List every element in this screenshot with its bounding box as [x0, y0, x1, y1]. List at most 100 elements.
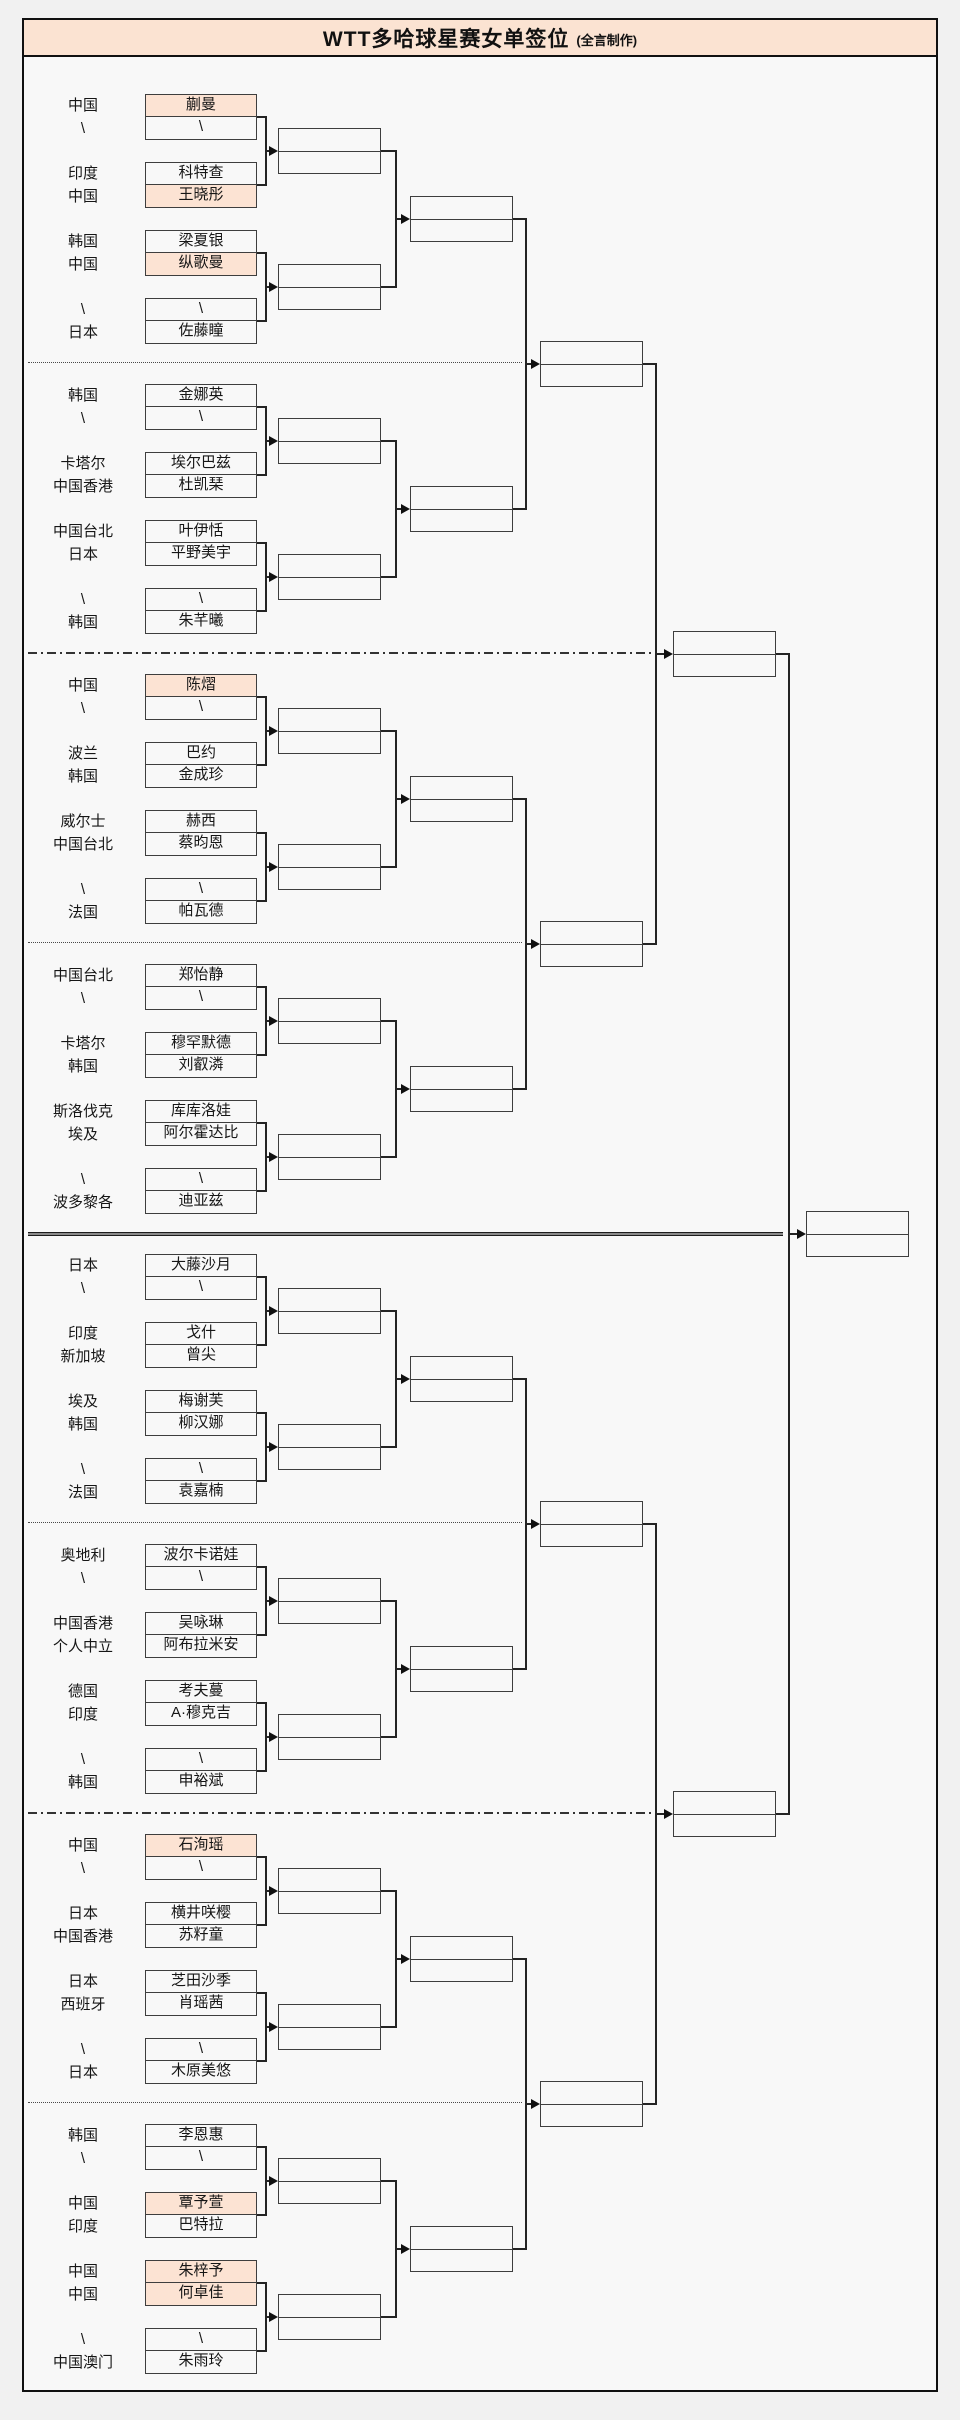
connector-line: [381, 1020, 396, 1022]
connector-line: [265, 2146, 267, 2216]
match-divider: [279, 867, 380, 868]
player-slot: \: [145, 1275, 257, 1300]
country-label: 韩国: [67, 1058, 98, 1075]
player-slot: \: [145, 2038, 257, 2061]
arrow-icon: [269, 1595, 278, 1606]
country-label: \: [80, 1751, 86, 1768]
connector-line: [257, 1054, 266, 1056]
connector-line: [381, 1600, 396, 1602]
country-label: 韩国: [67, 614, 98, 631]
connector-line: [257, 900, 266, 902]
match-divider: [541, 364, 642, 365]
country-label: 法国: [67, 1484, 98, 1501]
connector-line: [266, 2026, 271, 2028]
match-divider: [279, 2317, 380, 2318]
connector-line: [395, 1020, 397, 1158]
connector-line: [381, 576, 396, 578]
connector-line: [257, 1480, 266, 1482]
country-label: \: [80, 1280, 86, 1297]
connector-line: [265, 1412, 267, 1482]
country-label: \: [80, 2331, 86, 2348]
connector-line: [656, 653, 665, 655]
connector-line: [381, 2180, 396, 2182]
player-slot: 梁夏银: [145, 230, 257, 253]
connector-line: [776, 1813, 789, 1815]
match-divider: [279, 1891, 380, 1892]
country-label: 日本: [67, 1973, 98, 1990]
country-label: 韩国: [67, 233, 98, 250]
country-label: 中国香港: [52, 478, 113, 495]
player-slot: 阿尔霍达比: [145, 1121, 257, 1146]
connector-line: [265, 832, 267, 902]
player-slot: \: [145, 298, 257, 321]
country-label: \: [80, 1570, 86, 1587]
section-separator: [28, 942, 522, 943]
player-slot: 埃尔巴兹: [145, 452, 257, 475]
player-slot: 迪亚兹: [145, 1189, 257, 1214]
player-slot: 戈什: [145, 1322, 257, 1345]
country-label: 波兰: [67, 745, 98, 762]
player-slot: 穆罕默德: [145, 1032, 257, 1055]
country-label: 新加坡: [60, 1348, 106, 1365]
qf-match-box: [540, 1501, 643, 1547]
player-slot: 平野美宇: [145, 541, 257, 566]
country-label: \: [80, 990, 86, 1007]
country-label: 印度: [67, 1706, 98, 1723]
player-slot: \: [145, 2328, 257, 2351]
arrow-icon: [269, 2175, 278, 2186]
country-label: 法国: [67, 904, 98, 921]
player-slot: 朱芊曦: [145, 609, 257, 634]
player-slot: 科特查: [145, 162, 257, 185]
player-slot: \: [145, 878, 257, 901]
r32-match-box: [278, 418, 381, 464]
player-slot: 李恩惠: [145, 2124, 257, 2147]
arrow-icon: [269, 1441, 278, 1452]
sf-match-box: [673, 631, 776, 677]
match-divider: [411, 1959, 512, 1960]
country-label: 日本: [67, 1905, 98, 1922]
match-divider: [279, 151, 380, 152]
player-slot: 金娜英: [145, 384, 257, 407]
connector-line: [265, 406, 267, 476]
r32-match-box: [278, 554, 381, 600]
connector-line: [513, 1088, 526, 1090]
connector-line: [257, 1634, 266, 1636]
connector-line: [513, 1378, 526, 1380]
connector-line: [643, 943, 656, 945]
connector-line: [257, 1276, 266, 1278]
r32-match-box: [278, 128, 381, 174]
player-slot: 纵歌曼: [145, 251, 257, 276]
r32-match-box: [278, 2294, 381, 2340]
country-label: 韩国: [67, 768, 98, 785]
player-slot: 刘叡潾: [145, 1053, 257, 1078]
match-divider: [411, 219, 512, 220]
connector-line: [513, 1958, 526, 1960]
match-divider: [279, 2027, 380, 2028]
connector-line: [257, 1770, 266, 1772]
r16-match-box: [410, 2226, 513, 2272]
connector-line: [656, 1813, 665, 1815]
player-slot: 考夫蔓: [145, 1680, 257, 1703]
connector-line: [257, 542, 266, 544]
connector-line: [396, 2248, 402, 2250]
connector-line: [257, 986, 266, 988]
player-slot: \: [145, 1748, 257, 1771]
match-divider: [279, 1157, 380, 1158]
player-slot: 杜凯琹: [145, 473, 257, 498]
connector-line: [265, 542, 267, 612]
connector-line: [257, 1566, 266, 1568]
arrow-icon: [401, 1373, 410, 1384]
player-slot: \: [145, 405, 257, 430]
country-label: 印度: [67, 2218, 98, 2235]
arrow-icon: [531, 2098, 540, 2109]
arrow-icon: [401, 1953, 410, 1964]
connector-line: [396, 1958, 402, 1960]
connector-line: [381, 1156, 396, 1158]
connector-line: [257, 252, 266, 254]
player-slot: 巴特拉: [145, 2213, 257, 2238]
match-divider: [411, 1379, 512, 1380]
country-label: 日本: [67, 324, 98, 341]
arrow-icon: [531, 358, 540, 369]
connector-line: [257, 1122, 266, 1124]
arrow-icon: [664, 1808, 673, 1819]
